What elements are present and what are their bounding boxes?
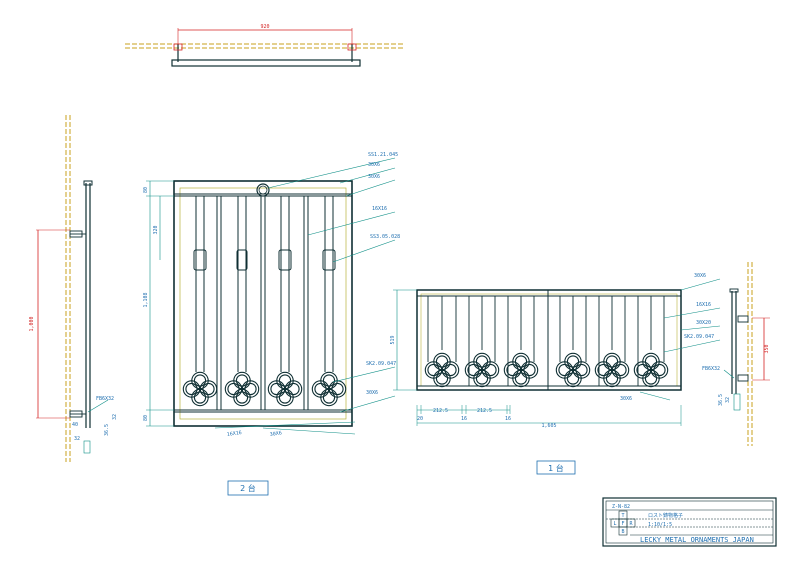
left-dim-4: 32	[112, 414, 118, 420]
long-dim-p1: 20	[417, 416, 423, 422]
front-dim-overall: 1,108	[143, 292, 149, 307]
front-callout-3: 30X6	[368, 174, 380, 180]
long-qty-label: 1 台	[548, 463, 564, 473]
front-dim-top: 80	[143, 187, 149, 193]
front-callout-8: 16X16	[226, 430, 242, 438]
right-bracket-label: FB6X32	[702, 366, 720, 372]
front-view: 80 320 1,108 80 SS1.21.045 30X6 30X6 16X…	[143, 152, 400, 496]
left-side-view: 1,000 FB6X32 40 32 36.5 32	[29, 115, 118, 462]
right-dim-1: 36.5	[718, 394, 724, 406]
front-callout-2: 30X6	[368, 162, 380, 168]
front-callout-4: 16X16	[372, 206, 387, 212]
tb-view-l: L	[613, 521, 616, 527]
long-dim-p3: 16	[461, 416, 467, 422]
front-qty-label: 2 台	[240, 483, 256, 493]
title-block: Z-N-82 ロスト鋳物格子 1:10/1:5 T L F R B LECKY …	[602, 497, 777, 547]
tb-company: LECKY METAL ORNAMENTS JAPAN	[640, 536, 754, 544]
tb-view-t: T	[621, 513, 624, 519]
tb-product: ロスト鋳物格子	[648, 512, 683, 519]
left-dim-2: 32	[74, 436, 80, 442]
right-side-view: 350 FB6X32 36.5 32	[702, 262, 770, 446]
long-callout-1: 30X6	[694, 273, 706, 279]
front-callout-6: SK2.09.047	[366, 361, 396, 367]
long-dim-overall: 1,605	[541, 423, 556, 429]
long-callout-3: 30X20	[696, 320, 711, 326]
long-panel-view: 519 20 212.5 16 212.5 16 1,605 30X6 16X1…	[390, 273, 721, 475]
front-dim-bottom: 80	[143, 415, 149, 421]
long-callout-5: 30X6	[620, 396, 632, 402]
tb-view-r: R	[629, 521, 633, 527]
long-dim-p4: 212.5	[477, 408, 492, 414]
tb-scale: 1:10/1:5	[648, 522, 672, 528]
tb-code: Z-N-82	[612, 504, 630, 510]
front-callout-9: 30X6	[269, 430, 282, 438]
long-dim-p2: 212.5	[433, 408, 448, 414]
right-upper-dim: 350	[764, 344, 770, 353]
front-callout-1: SS1.21.045	[368, 152, 398, 158]
left-bracket-label: FB6X32	[96, 396, 114, 402]
front-dim-upper: 320	[153, 225, 159, 234]
left-dim-3: 36.5	[104, 424, 110, 436]
left-height-dim: 1,000	[29, 316, 35, 331]
left-dim-1: 40	[72, 422, 78, 428]
tb-view-f: F	[621, 521, 624, 527]
long-callout-4: SK2.09.047	[684, 334, 714, 340]
front-callout-7: 30X6	[366, 390, 378, 396]
long-callout-2: 16X16	[696, 302, 711, 308]
top-width-dim: 920	[260, 24, 269, 30]
tb-view-b: B	[621, 529, 624, 535]
long-dim-p5: 16	[505, 416, 511, 422]
front-callout-5: SS3.05.028	[370, 234, 400, 240]
top-view: 920	[125, 24, 405, 67]
long-height-dim: 519	[390, 335, 396, 344]
right-dim-2: 32	[725, 397, 731, 403]
